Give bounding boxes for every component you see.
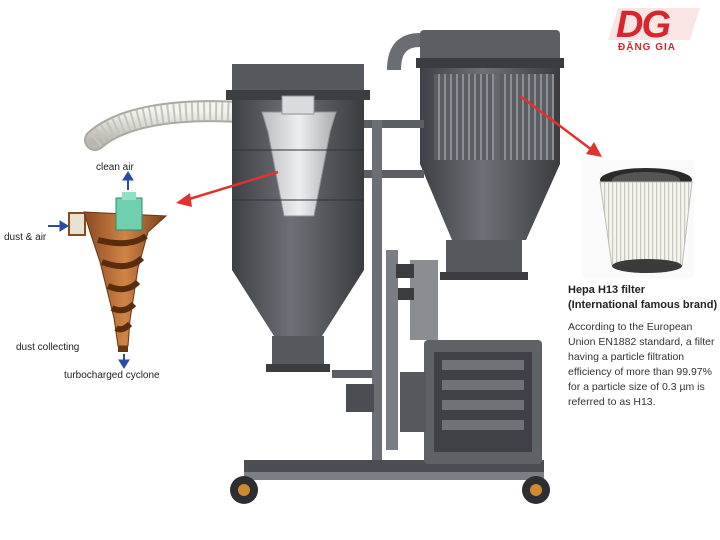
hepa-filter-image [582, 160, 694, 278]
logo-name: ĐẶNG GIA [618, 42, 676, 53]
arrow-icon [176, 95, 602, 207]
cyclone-tank [226, 64, 370, 372]
brand-logo [608, 8, 700, 40]
suction-hose [84, 100, 251, 151]
logo-mark: DG [616, 4, 671, 46]
filter-tank [387, 30, 564, 280]
filter-description: According to the European Union EN1882 s… [568, 321, 715, 408]
clean-air-label: clean air [96, 162, 134, 173]
filter-subtitle: (International famous brand) [568, 299, 718, 311]
cyclone-illustration [68, 192, 168, 352]
arrow-icon [48, 171, 134, 369]
dust-air-label: dust & air [4, 232, 47, 243]
dust-collecting-label: dust collecting [16, 342, 80, 353]
wheels [230, 476, 550, 504]
filter-title: Hepa H13 filter [568, 284, 646, 296]
turbocharged-cyclone-label: turbocharged cyclone [64, 370, 160, 381]
machine-frame [244, 120, 544, 480]
motor-housing [346, 340, 542, 464]
